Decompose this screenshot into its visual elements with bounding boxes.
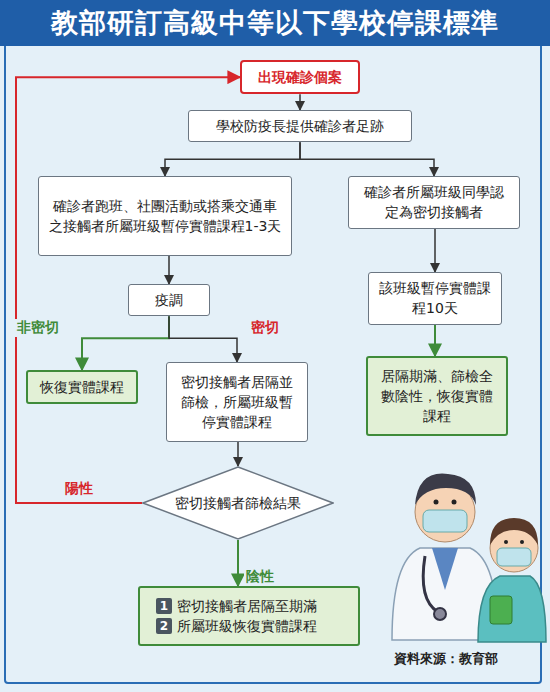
process-box: 疫調 — [128, 284, 210, 316]
nurse-figure — [478, 518, 546, 642]
flow-arrow — [165, 142, 300, 176]
decision-diamond: 密切接觸者篩檢結果 — [142, 466, 334, 540]
node-text: 該班級暫停實體課程10天 — [378, 278, 492, 319]
process-box: 確診者跑班、社團活動或搭乘交通車之接觸者所屬班級暫停實體課程1-3天 — [38, 176, 292, 256]
flow-arrow — [300, 142, 434, 176]
title-banner: 教部研訂高級中等以下學校停課標準 — [0, 0, 550, 46]
flow-arrow — [237, 442, 239, 466]
edge-label: 陰性 — [244, 568, 276, 586]
node-text: 所屬班級恢復實體課程 — [177, 616, 317, 636]
edge-label: 非密切 — [15, 319, 61, 337]
callout-number: 2 — [156, 618, 172, 634]
flow-arrow — [168, 256, 170, 284]
flow-arrow — [82, 316, 169, 370]
flow-arrow — [434, 325, 436, 356]
node-text: 學校防疫長提供確診者足跡 — [216, 116, 384, 136]
node-text: 確診者跑班、社團活動或搭乘交通車之接觸者所屬班級暫停實體課程1-3天 — [48, 196, 282, 237]
source-note: 資料來源：教育部 — [392, 650, 500, 668]
node-text: 密切接觸者居隔並篩檢，所屬班級暫停實體課程 — [176, 372, 298, 433]
callout-number: 1 — [156, 598, 172, 614]
process-box: 該班級暫停實體課程10天 — [368, 272, 502, 325]
node-text: 居隔期滿、篩檢全數陰性，恢復實體課程 — [377, 366, 497, 427]
edge-label: 陽性 — [63, 480, 95, 498]
list-row: 2 所屬班級恢復實體課程 — [156, 616, 317, 636]
node-text: 密切接觸者篩檢結果 — [175, 493, 301, 513]
result-box: 1 密切接觸者居隔至期滿 2 所屬班級恢復實體課程 — [138, 586, 360, 646]
node-text: 確診者所屬班級同學認定為密切接觸者 — [358, 182, 510, 223]
node-text: 恢復實體課程 — [40, 377, 124, 397]
start-box: 出現確診個案 — [240, 60, 360, 94]
node-text: 出現確診個案 — [258, 67, 342, 87]
flow-arrow — [434, 229, 436, 272]
node-text: 疫調 — [155, 290, 183, 310]
process-box: 密切接觸者居隔並篩檢，所屬班級暫停實體課程 — [166, 362, 308, 442]
flow-arrow — [169, 316, 237, 362]
list-row: 1 密切接觸者居隔至期滿 — [156, 596, 317, 616]
node-text: 密切接觸者居隔至期滿 — [177, 596, 317, 616]
process-box: 確診者所屬班級同學認定為密切接觸者 — [348, 176, 520, 229]
edge-label: 密切 — [249, 319, 281, 337]
process-box: 學校防疫長提供確診者足跡 — [188, 110, 412, 142]
result-box: 恢復實體課程 — [26, 370, 138, 404]
flow-arrow — [299, 94, 301, 110]
diagram-title: 教部研訂高級中等以下學校停課標準 — [51, 5, 499, 41]
flow-arrow — [237, 540, 239, 586]
result-box: 居隔期滿、篩檢全數陰性，恢復實體課程 — [366, 356, 508, 436]
